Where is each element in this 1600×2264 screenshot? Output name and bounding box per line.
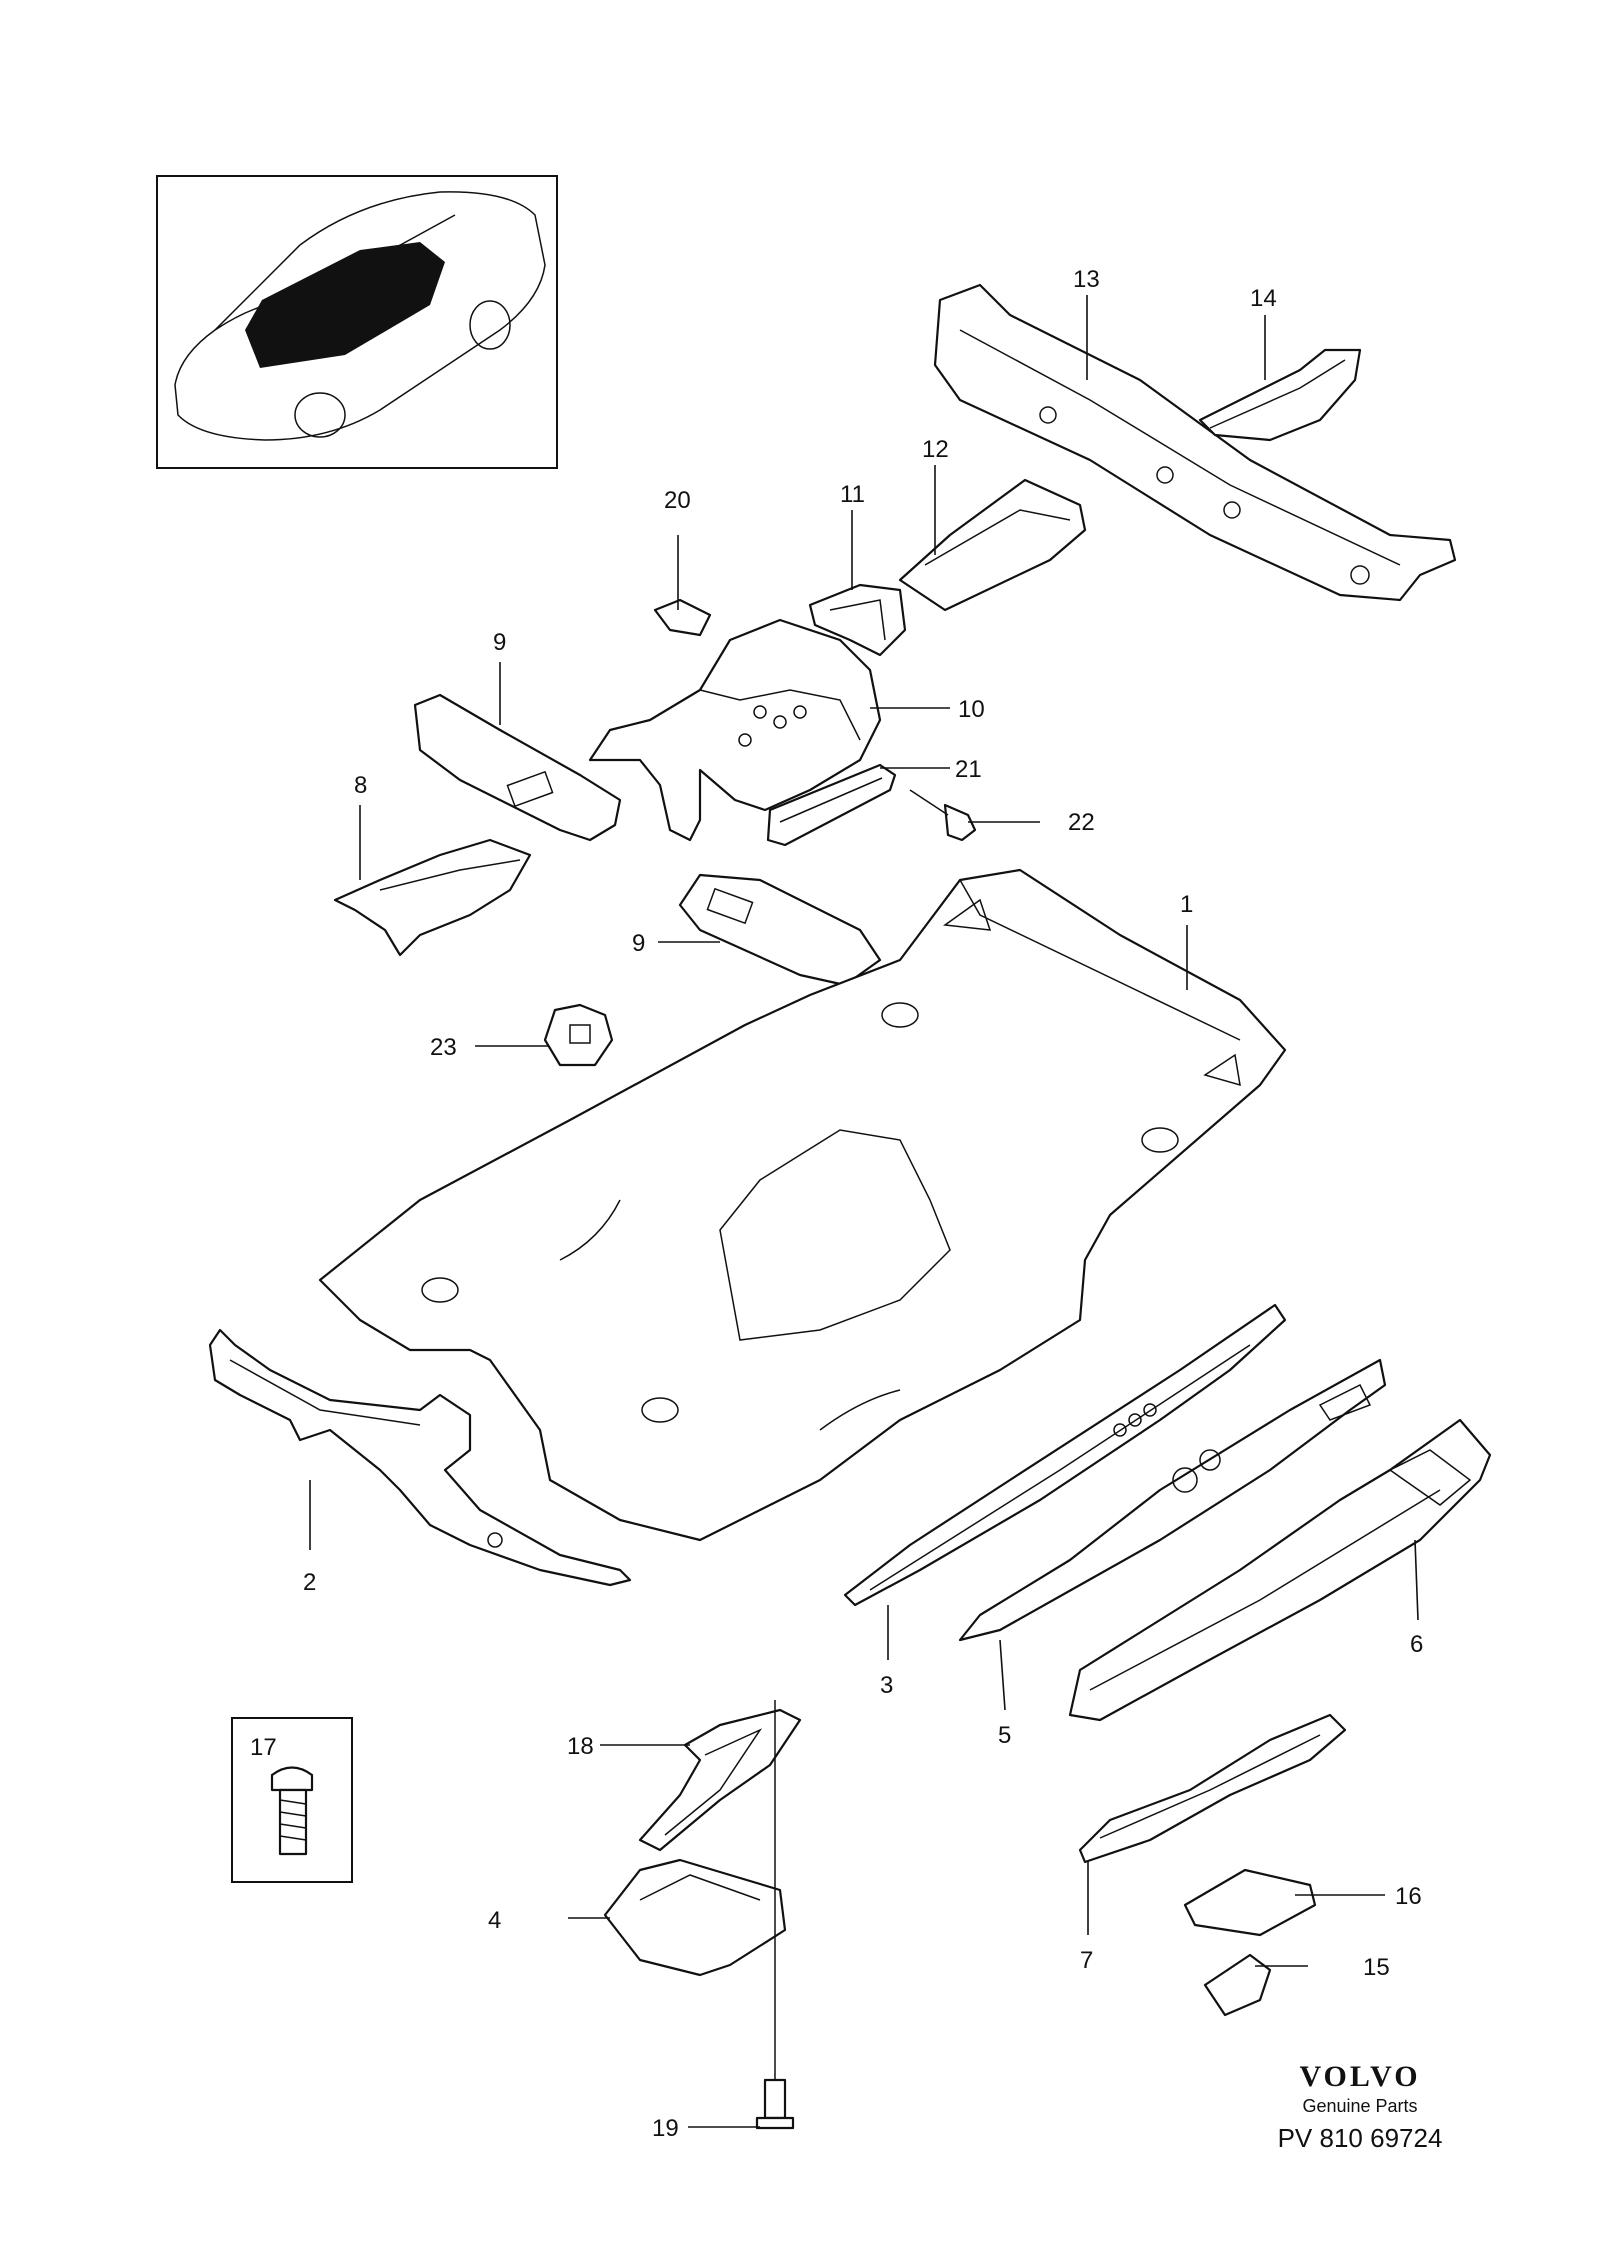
callout-18: 18 <box>567 1733 594 1760</box>
callout-6: 6 <box>1410 1631 1423 1658</box>
part-15-bracket <box>1203 1953 1272 2017</box>
callout-23: 23 <box>430 1034 457 1061</box>
brand-block: VOLVO Genuine Parts PV 810 69724 <box>1235 2060 1485 2154</box>
callout-14: 14 <box>1250 285 1277 312</box>
part-23-mount <box>543 1003 614 1067</box>
callout-13: 13 <box>1073 266 1100 293</box>
part-17-stud-inset <box>231 1717 353 1883</box>
part-7-rail <box>1078 1713 1347 1864</box>
callout-10: 10 <box>958 696 985 723</box>
callout-16: 16 <box>1395 1883 1422 1910</box>
callout-labels: 1 2 3 4 5 6 7 8 9 9 10 11 12 13 14 15 16… <box>250 266 1423 2142</box>
part-5-sill <box>958 1358 1387 1642</box>
part-2-front-crossmember <box>208 1328 632 1587</box>
part-16-bracket <box>1183 1868 1317 1937</box>
part-1-floor-panel <box>318 868 1287 1542</box>
callout-11: 11 <box>840 481 865 508</box>
part-8-panel <box>333 838 532 957</box>
callout-17: 17 <box>250 1734 277 1761</box>
part-9-upper-rail <box>413 693 622 842</box>
part-13-rear-crossmember <box>933 283 1457 602</box>
callout-20: 20 <box>664 487 691 514</box>
callout-7: 7 <box>1080 1947 1093 1974</box>
callout-9-lower: 9 <box>632 930 645 957</box>
part-14-bracket <box>1198 348 1362 442</box>
part-4-bracket <box>603 1858 787 1977</box>
part-12-panel <box>898 478 1087 612</box>
part-9-lower-rail <box>678 873 882 987</box>
callout-15: 15 <box>1363 1954 1390 1981</box>
callout-19: 19 <box>652 2115 679 2142</box>
part-number: PV 810 69724 <box>1277 2123 1443 2153</box>
brand-tagline: Genuine Parts <box>1302 2096 1418 2116</box>
part-21-rail <box>766 763 897 847</box>
callout-22: 22 <box>1068 809 1095 836</box>
part-10-tunnel <box>588 618 882 842</box>
callout-8: 8 <box>354 772 367 799</box>
part-11-bracket <box>808 583 907 657</box>
brand-logo: VOLVO <box>1299 2060 1421 2093</box>
callout-1: 1 <box>1180 891 1193 918</box>
leader-lines <box>309 295 1419 2128</box>
part-3-sill <box>843 1303 1287 1607</box>
callout-2: 2 <box>303 1569 316 1596</box>
car-overview-inset <box>156 175 558 469</box>
callout-3: 3 <box>880 1672 893 1699</box>
part-19-bolt <box>755 1700 795 2130</box>
callout-9-upper: 9 <box>493 629 506 656</box>
part-18-bracket <box>638 1708 802 1852</box>
callout-5: 5 <box>998 1722 1011 1749</box>
part-6-sill <box>1068 1418 1492 1722</box>
part-22-bolt <box>909 789 977 842</box>
part-20-clip <box>653 598 712 637</box>
callout-4: 4 <box>488 1907 501 1934</box>
callout-12: 12 <box>922 436 949 463</box>
callout-21: 21 <box>955 756 982 783</box>
